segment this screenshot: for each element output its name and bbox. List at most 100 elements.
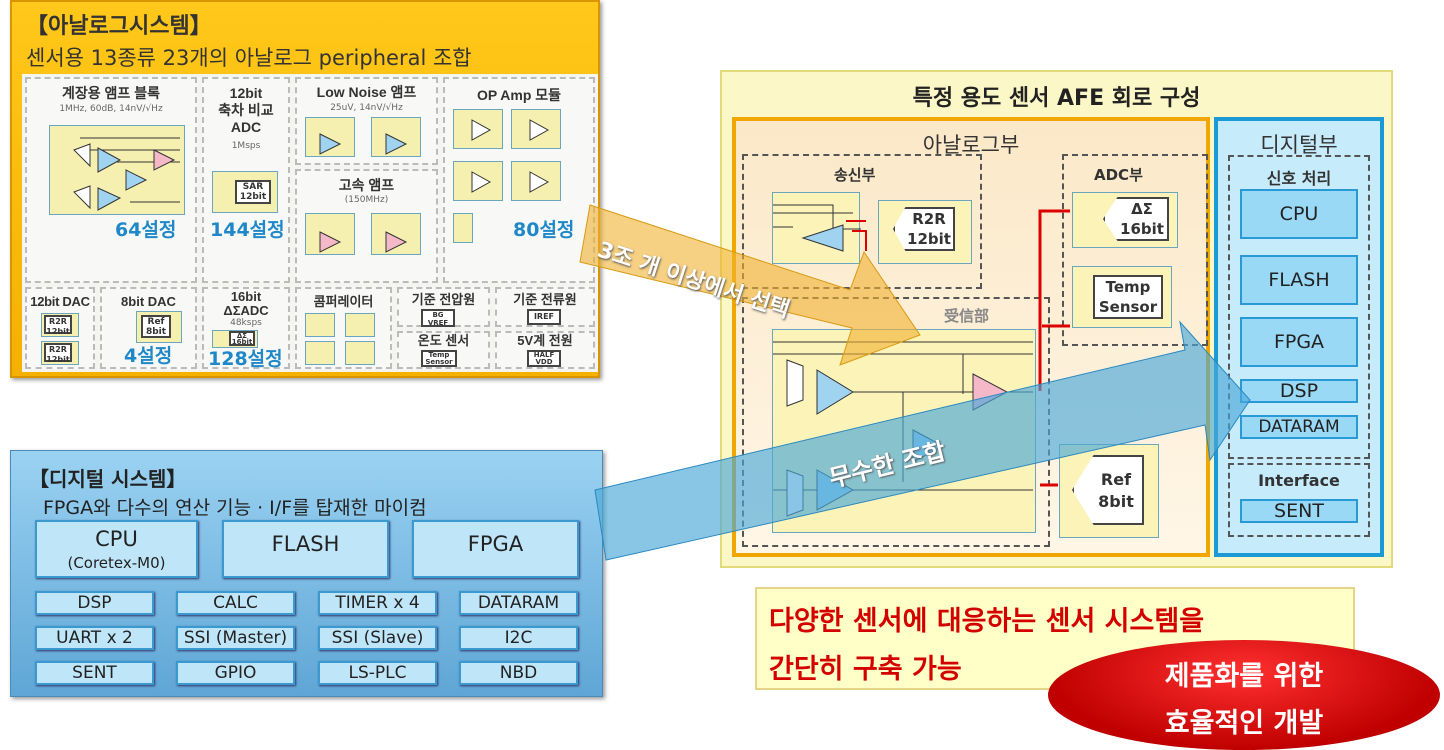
afe-fpga: FPGA (1240, 317, 1358, 367)
afe-title: 특정 용도 센서 AFE 회로 구성 (912, 86, 1201, 111)
cell-title: 12bit 축차 비교 ADC (218, 85, 274, 135)
cell-title: 12bit DAC (30, 294, 90, 309)
cell-title: Low Noise 앰프 (316, 84, 417, 100)
analog-system-subtitle: 센서용 13종류 23개의 아날로그 peripheral 조합 (26, 46, 472, 70)
chip-label: Ref 8bit (141, 315, 171, 338)
cell-spec: (150MHz) (344, 195, 389, 205)
chip-label: R2R 12bit (44, 315, 72, 336)
badge-line-2: 효율적인 개발 (1164, 708, 1324, 739)
module-i2c: I2C (459, 626, 578, 650)
delta-sigma-adc: ΔΣ 16bit (1072, 192, 1178, 248)
digital-system-title: 【디지털 시스템】 (29, 467, 187, 491)
afe-cpu: CPU (1240, 189, 1358, 239)
mux-icon (453, 213, 473, 243)
rx-amp-circuit (772, 329, 1036, 533)
cpu-sublabel: (Coretex-M0) (67, 554, 166, 572)
cell-5v-power: 5V계 전원 HALF VDD (495, 331, 595, 369)
cell-spec: 1Msps (231, 141, 261, 151)
analog-cells-panel: 계장용 앰프 블록 1MHz, 60dB, 14nV/√Hz 64설정 12bi… (22, 74, 598, 372)
cpu-block: CPU (Coretex-M0) (35, 520, 198, 578)
digital-system-panel: 【디지털 시스템】 FPGA와 다수의 연산 기능 · I/F를 탑재한 마이컴… (10, 450, 603, 697)
cell-voltage-ref: 기준 전압원 BG VREF (397, 287, 490, 327)
tx-label: 송신부 (834, 166, 876, 184)
comparator-icon (345, 341, 375, 365)
rx-section: 受信部 (742, 297, 1050, 547)
signal-processing-label: 신호 처리 (1266, 169, 1332, 188)
module-nbd: NBD (459, 661, 578, 685)
cell-spec: 48ksps (230, 318, 262, 328)
module-dataram: DATARAM (459, 591, 578, 615)
cell-spec: 1MHz, 60dB, 14nV/√Hz (59, 104, 163, 114)
cell-delta-sigma-adc: 16bit ΔΣADC 48ksps ΔΣ 16bit 128설정 (202, 287, 290, 370)
afe-flash: FLASH (1240, 255, 1358, 305)
dac-icon: R2R 12bit (41, 313, 79, 337)
digital-part-title: 디지털부 (1260, 133, 1338, 157)
chip-label: ΔΣ 16bit (229, 331, 255, 346)
comparator-icon (345, 313, 375, 337)
amp-icon (371, 117, 421, 157)
cell-instrument-amp: 계장용 앰프 블록 1MHz, 60dB, 14nV/√Hz 64설정 (25, 77, 197, 283)
comparator-icon (305, 313, 335, 337)
r2r-dac: R2R 12bit (878, 200, 972, 264)
dac-icon: Ref 8bit (136, 311, 182, 343)
tx-section: 송신부 R2R 12bit (742, 154, 982, 289)
cell-high-speed-amp: 고속 앰프 (150MHz) (295, 169, 438, 283)
message-line-1: 다양한 센서에 대응하는 센서 시스템을 (769, 606, 1205, 637)
cell-title: 온도 센서 (417, 333, 470, 348)
setting-count: 4설정 (124, 345, 173, 367)
cell-title: 5V계 전원 (517, 333, 573, 348)
chip-label: BG VREF (421, 309, 455, 327)
efficient-development-badge: 제품화를 위한 효율적인 개발 (1048, 640, 1440, 750)
sar-circuit-icon: SAR 12bit (212, 171, 278, 213)
ds-chip: ΔΣ 16bit (1103, 197, 1169, 241)
afe-dataram: DATARAM (1240, 415, 1358, 439)
opamp-icon (511, 109, 561, 149)
r2r-chip: R2R 12bit (893, 207, 955, 251)
fpga-block: FPGA (412, 520, 579, 578)
cell-title: 8bit DAC (121, 294, 176, 309)
setting-count: 128설정 (208, 348, 283, 370)
chip-label: SAR 12bit (235, 180, 271, 204)
module-ssi-master: SSI (Master) (176, 626, 295, 650)
signal-processing-section: 신호 처리 (1228, 155, 1370, 459)
cell-title: 16bit ΔΣADC (223, 289, 269, 318)
flash-block: FLASH (222, 520, 389, 578)
module-dsp: DSP (35, 591, 154, 615)
opamp-icon (453, 109, 503, 149)
afe-sent: SENT (1240, 499, 1358, 523)
module-timer-x-4: TIMER x 4 (318, 591, 437, 615)
module-uart-x-2: UART x 2 (35, 626, 154, 650)
cell-current-ref: 기준 전류원 IREF (495, 287, 595, 327)
cell-title: 기준 전압원 (411, 292, 476, 307)
analog-system-title: 【아날로그시스템】 (26, 14, 212, 39)
cell-opamp-module: OP Amp 모듈 80설정 (443, 77, 595, 283)
module-calc: CALC (176, 591, 295, 615)
setting-count: 80설정 (513, 219, 575, 241)
dac-icon: R2R 12bit (41, 341, 79, 365)
amp-icon (371, 213, 421, 255)
cell-comparator: 콤퍼레이터 (295, 287, 392, 369)
afe-digital-part: 디지털부 신호 처리 CPU FLASH FPGA DSP DATARAM In… (1214, 117, 1384, 557)
message-line-2: 간단히 구축 가능 (769, 654, 962, 685)
badge-line-1: 제품화를 위한 (1164, 661, 1324, 692)
digital-system-subtitle: FPGA와 다수의 연산 기능 · I/F를 탑재한 마이컴 (43, 497, 427, 519)
cell-low-noise-amp: Low Noise 앰프 25uV, 14nV/√Hz (295, 77, 438, 165)
interface-label: Interface (1258, 471, 1340, 490)
ref-8bit-dac: Ref 8bit (1059, 444, 1159, 538)
analog-system-panel: 【아날로그시스템】 센서용 13종류 23개의 아날로그 peripheral … (10, 0, 600, 378)
cell-title: 콤퍼레이터 (313, 294, 374, 309)
rx-label: 受信部 (944, 307, 990, 325)
module-ssi-slave: SSI (Slave) (318, 626, 437, 650)
message-box: 다양한 센서에 대응하는 센서 시스템을 간단히 구축 가능 (755, 587, 1355, 690)
module-ls-plc: LS-PLC (318, 661, 437, 685)
cell-sar-adc: 12bit 축차 비교 ADC 1Msps SAR 12bit 144설정 (202, 77, 290, 283)
cell-8bit-dac: 8bit DAC Ref 8bit 4설정 (100, 287, 197, 369)
chip-label: HALF VDD (527, 350, 561, 367)
cell-temp-sensor: 온도 센서 Temp Sensor (397, 331, 490, 369)
temp-chip: Temp Sensor (1093, 275, 1163, 319)
cpu-label: CPU (95, 527, 138, 551)
module-sent: SENT (35, 661, 154, 685)
chip-label: IREF (527, 309, 561, 325)
opamp-icon (511, 161, 561, 201)
chip-label: Temp Sensor (421, 350, 457, 367)
